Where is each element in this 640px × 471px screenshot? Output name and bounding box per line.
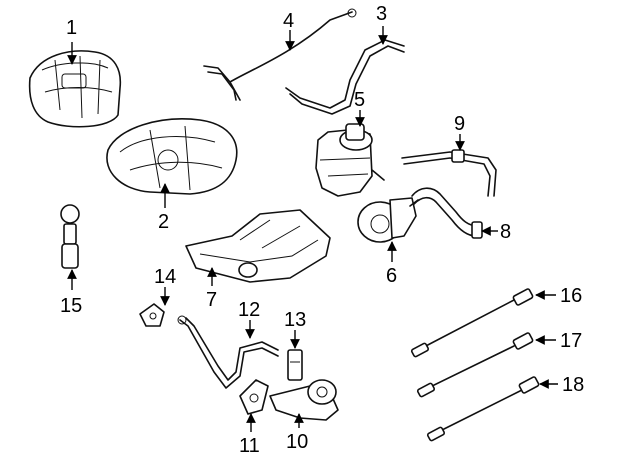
part-7-tray xyxy=(185,209,331,283)
callout-17: 17 xyxy=(560,330,582,352)
part-2-shield xyxy=(106,118,238,195)
callout-11: 11 xyxy=(239,435,260,457)
part-11-gasket xyxy=(239,379,269,415)
callout-6: 6 xyxy=(386,265,397,287)
callout-13: 13 xyxy=(284,309,306,331)
callout-1: 1 xyxy=(66,17,77,39)
part-9-hose xyxy=(401,149,497,197)
callout-9: 9 xyxy=(454,113,465,135)
part-8-hose xyxy=(411,187,483,239)
part-10-pump xyxy=(269,379,339,421)
callout-10: 10 xyxy=(286,431,308,453)
callout-14: 14 xyxy=(154,266,176,288)
part-18-sensor-lead xyxy=(426,376,540,442)
part-4-pipe xyxy=(203,8,357,101)
part-5-valve xyxy=(315,123,385,197)
part-12-pipe xyxy=(177,315,279,389)
part-15-sensor xyxy=(60,204,80,269)
callout-18: 18 xyxy=(562,374,584,396)
part-16-sensor-lead xyxy=(410,288,534,358)
callout-12: 12 xyxy=(238,299,260,321)
part-1-cover xyxy=(28,50,122,128)
part-14-bracket xyxy=(139,303,165,327)
part-17-sensor-lead xyxy=(416,332,534,398)
part-13-clip xyxy=(287,349,303,381)
callout-4: 4 xyxy=(283,10,294,32)
part-6-pump xyxy=(357,197,419,243)
callout-16: 16 xyxy=(560,285,582,307)
callout-15: 15 xyxy=(60,295,82,317)
part-3-pipe xyxy=(285,39,405,115)
callout-3: 3 xyxy=(376,3,387,25)
callout-8: 8 xyxy=(500,221,511,243)
callout-5: 5 xyxy=(354,89,365,111)
leader-lines xyxy=(67,26,558,432)
callout-7: 7 xyxy=(206,289,217,311)
callout-2: 2 xyxy=(158,211,169,233)
